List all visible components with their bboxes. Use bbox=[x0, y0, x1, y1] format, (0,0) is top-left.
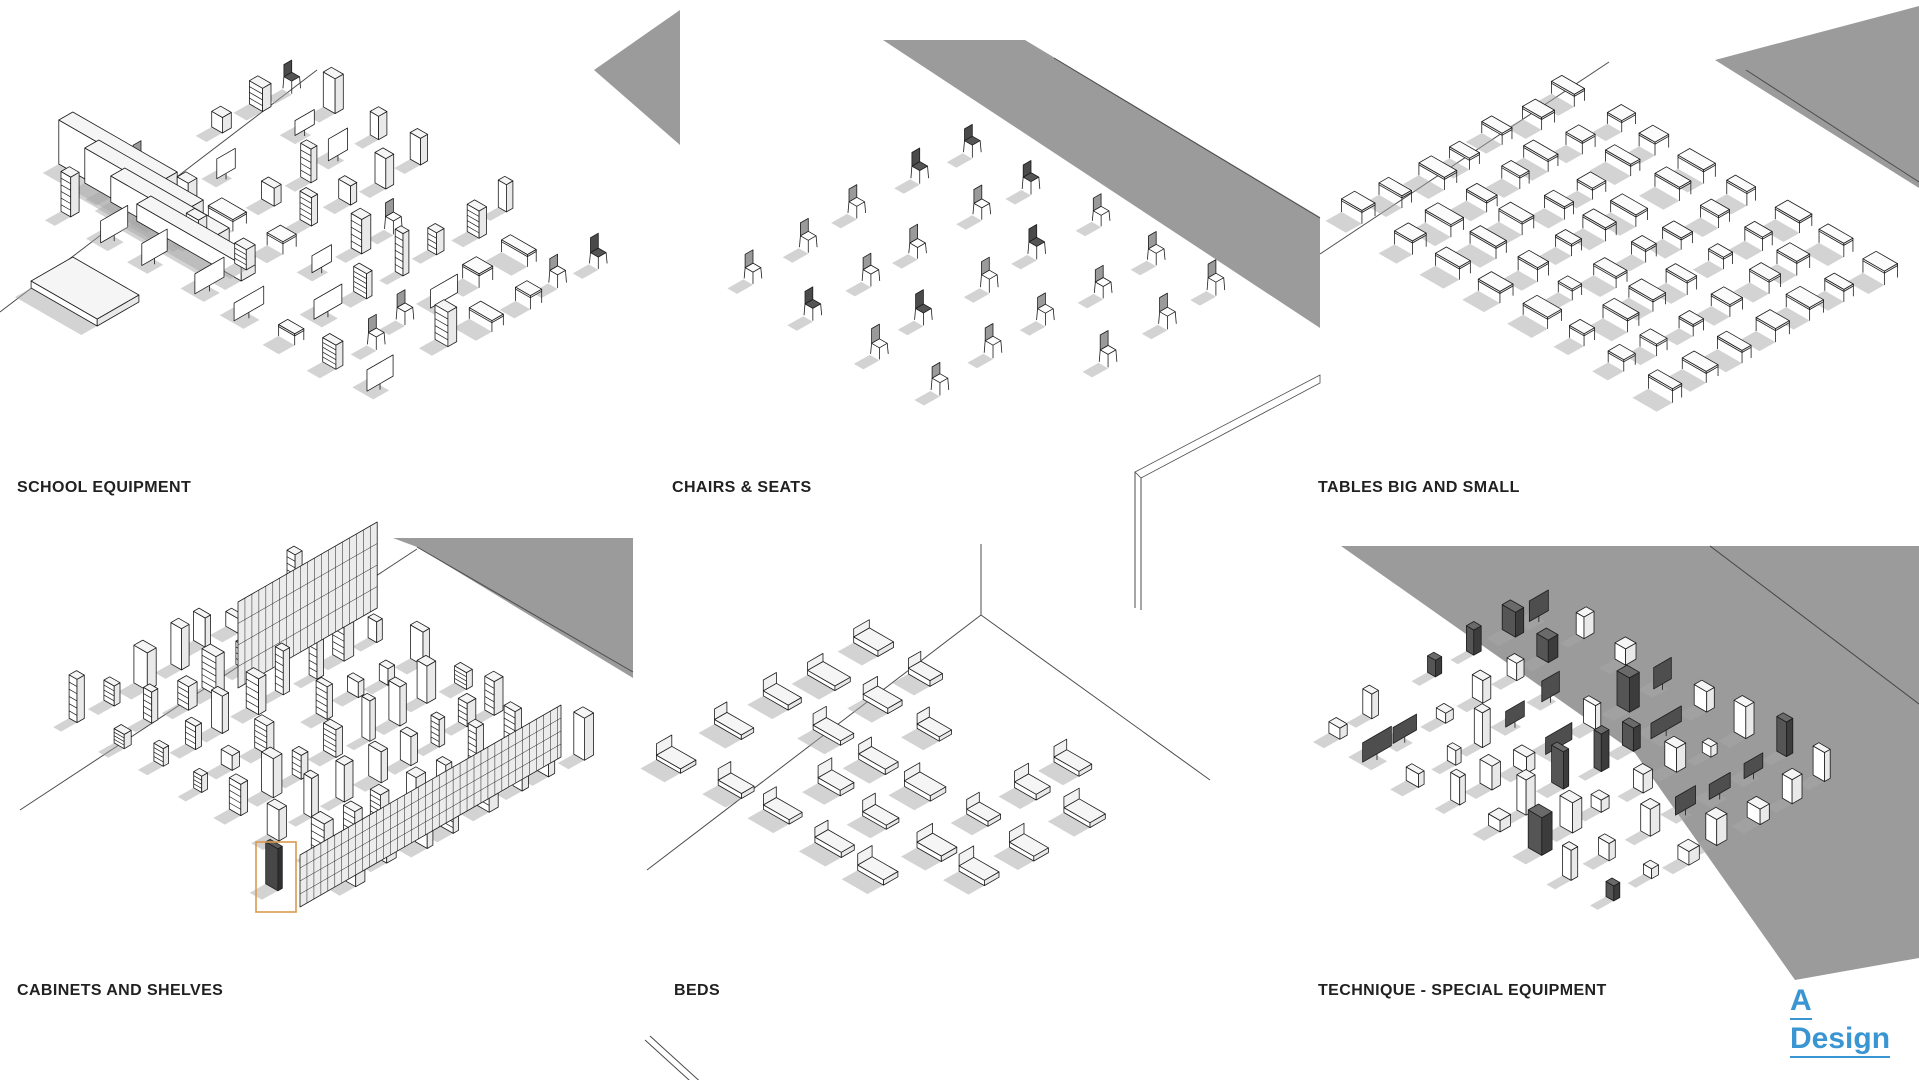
cabinets-shelves-scene bbox=[53, 521, 594, 913]
logo-line1[interactable]: A bbox=[1790, 986, 1812, 1020]
panel-label-tables: TABLES BIG AND SMALL bbox=[1318, 479, 1520, 496]
technique-scene bbox=[1312, 589, 1831, 910]
panel-label-school-equipment: SCHOOL EQUIPMENT bbox=[17, 479, 192, 496]
chairs-seats-scene bbox=[727, 124, 1226, 406]
logo-line2[interactable]: Design bbox=[1790, 1024, 1891, 1058]
panel-label-technique: TECHNIQUE - SPECIAL EQUIPMENT bbox=[1318, 982, 1607, 999]
logo-link[interactable]: A Design bbox=[1790, 986, 1891, 1058]
room-walls-layer bbox=[0, 6, 1919, 1080]
beds-scene bbox=[640, 619, 1106, 895]
tables-scene bbox=[1325, 75, 1898, 412]
panel-label-chairs-seats: CHAIRS & SEATS bbox=[672, 479, 812, 496]
panel-label-cabinets-shelves: CABINETS AND SHELVES bbox=[17, 982, 224, 999]
panel-label-beds: BEDS bbox=[674, 982, 721, 999]
school-equipment-scene bbox=[15, 59, 608, 400]
